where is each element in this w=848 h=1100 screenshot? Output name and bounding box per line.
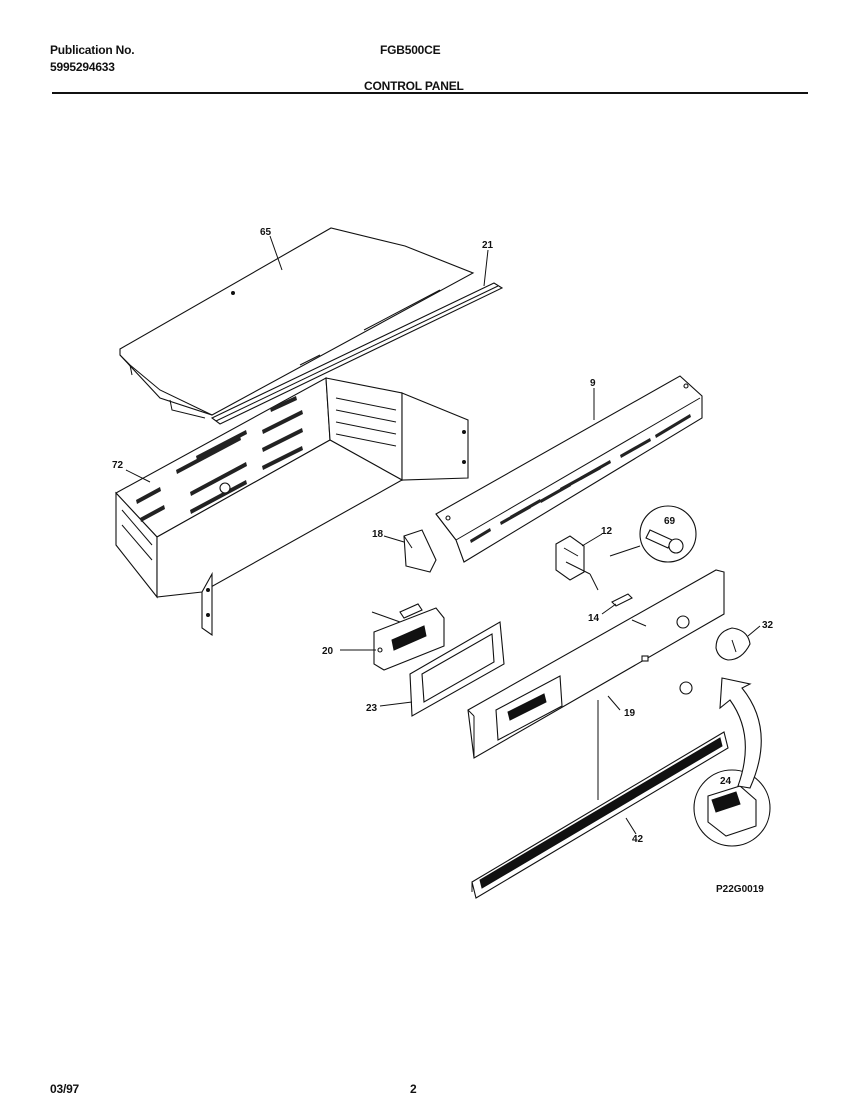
callout-21: 21	[482, 240, 494, 251]
footer-date: 03/97	[50, 1082, 80, 1096]
callout-12: 12	[601, 526, 613, 537]
callout-23: 23	[366, 703, 378, 714]
leader-lines	[125, 235, 761, 835]
callout-9: 9	[590, 378, 596, 389]
part-24-rocker-switch	[679, 677, 771, 847]
publication-number: 5995294633	[50, 60, 115, 74]
header-rule	[52, 92, 808, 94]
part-18-end-cap	[403, 529, 437, 573]
part-69-screw	[609, 505, 697, 563]
callout-24: 24	[720, 776, 732, 787]
callout-18: 18	[372, 529, 384, 540]
callout-19: 19	[624, 708, 636, 719]
callout-32: 32	[762, 620, 774, 631]
publication-label: Publication No.	[50, 43, 135, 57]
page-number: 2	[410, 1082, 417, 1096]
part-12-clip-block	[555, 535, 599, 591]
callout-labels: 65 21 9 72 18 12 69 20 14 32 23 19 24 42	[112, 227, 774, 845]
callout-72: 72	[112, 460, 124, 471]
part-72-panel-frame	[115, 377, 469, 637]
part-19-panel-face	[467, 569, 725, 800]
callout-14: 14	[588, 613, 600, 624]
part-65-top-cover	[119, 227, 475, 419]
part-20-display-board	[373, 603, 445, 671]
part-32-knob	[715, 627, 751, 661]
part-42-vent-grille	[471, 731, 729, 899]
callout-65: 65	[260, 227, 272, 238]
part-9-vented-rail	[435, 375, 703, 563]
drawing-code: P22G0019	[716, 884, 764, 895]
model-number: FGB500CE	[380, 43, 441, 57]
callout-69: 69	[664, 516, 676, 527]
part-21-trim-strip	[210, 282, 504, 425]
section-title: CONTROL PANEL	[364, 79, 464, 93]
callout-20: 20	[322, 646, 334, 657]
callout-42: 42	[632, 834, 644, 845]
